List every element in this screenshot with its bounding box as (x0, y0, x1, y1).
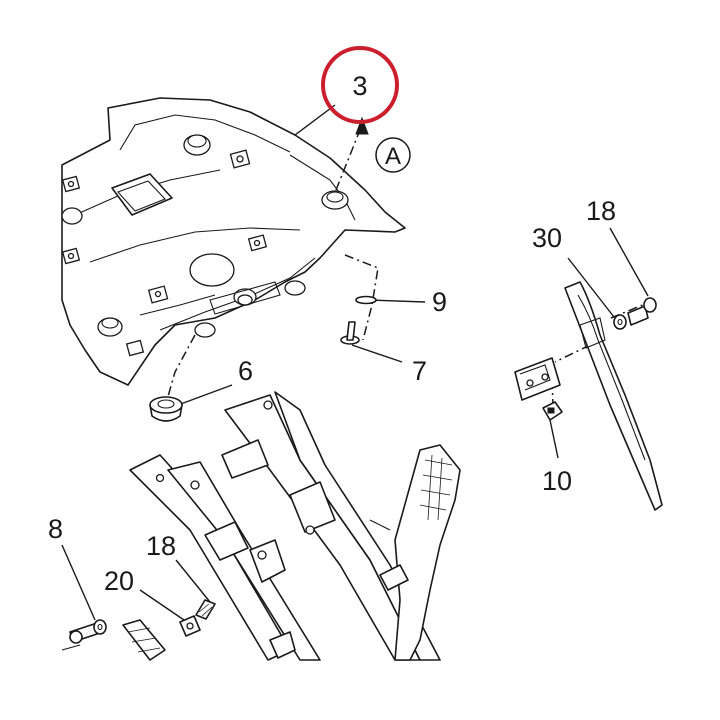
bolt-part-8 (61, 619, 107, 651)
washer-part-30 (613, 314, 627, 330)
highlight-circle (321, 46, 399, 124)
clip-part-20 (179, 615, 201, 637)
bolt-part-18-upper (627, 297, 657, 326)
hinge-plate (514, 357, 561, 401)
screw-part-7 (340, 321, 360, 345)
callout-a: A (385, 143, 401, 170)
callout-3-highlight[interactable]: 3 (321, 46, 399, 124)
o-ring-part-9 (355, 295, 377, 305)
callout-6: 6 (238, 356, 253, 386)
clip-nut-part-10 (542, 401, 563, 421)
bolt-part-18-lower (195, 599, 216, 620)
callout-30: 30 (532, 223, 562, 253)
cover-panel-part-3 (61, 97, 406, 386)
callout-8: 8 (48, 514, 63, 544)
side-frame-bracket (564, 281, 663, 511)
callout-7: 7 (412, 356, 427, 386)
grommet-part-6 (149, 396, 183, 422)
callout-10: 10 (542, 466, 572, 496)
callout-18-upper: 18 (586, 196, 616, 226)
lower-frame (122, 391, 461, 661)
view-reference-a: A (375, 137, 411, 173)
callout-3: 3 (352, 71, 367, 101)
callout-18-lower: 18 (146, 531, 176, 561)
arrow-up-icon (355, 116, 369, 135)
callout-20: 20 (104, 566, 134, 596)
callout-9: 9 (432, 287, 447, 317)
